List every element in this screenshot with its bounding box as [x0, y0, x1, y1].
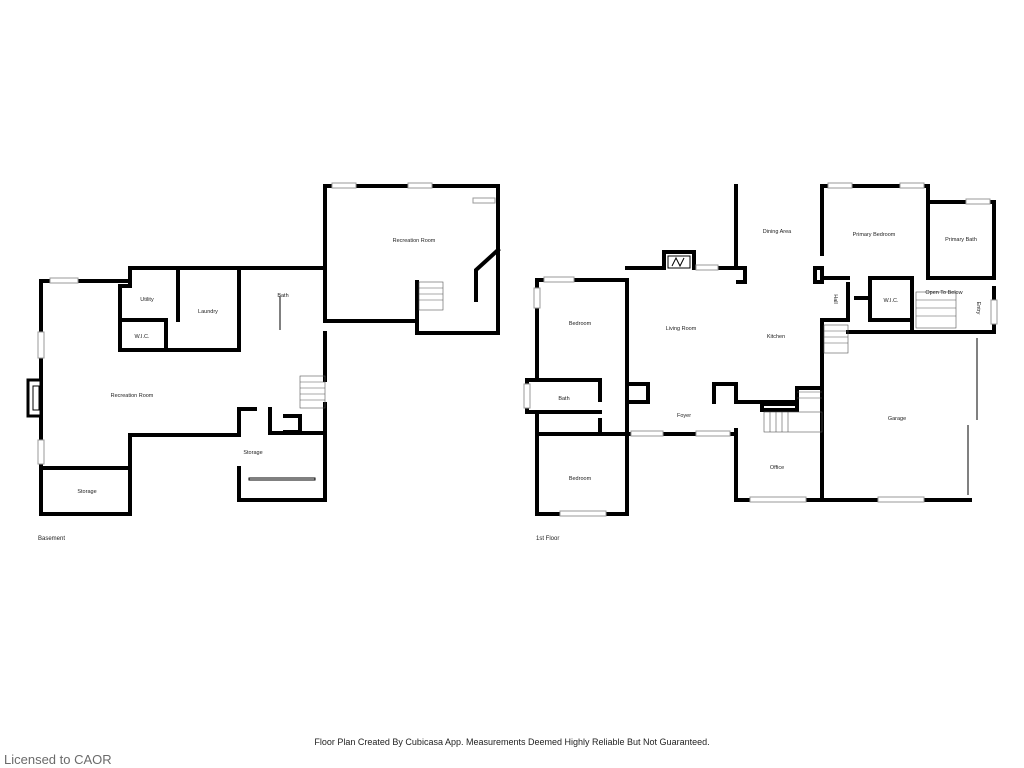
room-label-bedroom-lower: Bedroom	[569, 476, 592, 482]
room-label-dining-area: Dining Area	[763, 229, 792, 235]
window	[472, 197, 496, 204]
room-label-living-room: Living Room	[666, 326, 697, 332]
window	[523, 383, 531, 409]
room-label-utility: Utility	[140, 297, 154, 303]
window	[965, 198, 991, 205]
room-label-bedroom-upper: Bedroom	[569, 321, 592, 327]
room-label-laundry: Laundry	[198, 309, 218, 315]
room-label-office: Office	[770, 465, 784, 471]
room-label-storage-left: Storage	[77, 489, 96, 495]
first-floor-plan	[523, 182, 998, 517]
window	[559, 510, 607, 517]
disclaimer-text: Floor Plan Created By Cubicasa App. Meas…	[314, 737, 710, 747]
window	[877, 496, 925, 503]
room-label-recreation-room-upper: Recreation Room	[393, 238, 436, 244]
fireplace	[667, 255, 691, 269]
window	[37, 331, 45, 359]
window	[407, 182, 433, 189]
floor-label-first-floor: 1st Floor	[536, 536, 559, 542]
window	[49, 277, 79, 284]
room-label-wic-first: W.I.C.	[884, 298, 899, 304]
room-labels: Recreation Room Utility Laundry Bath W.I…	[38, 229, 981, 542]
window	[543, 276, 575, 283]
room-label-hall: Hall	[832, 294, 838, 303]
stairs	[299, 281, 444, 409]
window	[749, 496, 807, 503]
room-label-foyer: Foyer	[677, 413, 691, 419]
window	[533, 287, 541, 309]
window	[990, 299, 998, 325]
floor-label-basement: Basement	[38, 536, 65, 542]
window	[630, 430, 664, 437]
room-label-bath: Bath	[277, 293, 288, 299]
room-label-recreation-room-main: Recreation Room	[111, 393, 154, 399]
window	[899, 182, 925, 189]
window	[331, 182, 357, 189]
basement-plan	[26, 182, 501, 516]
room-label-garage: Garage	[888, 416, 906, 422]
room-label-open-to-below: Open To Below	[925, 290, 962, 296]
room-label-primary-bedroom: Primary Bedroom	[853, 232, 896, 238]
room-label-entry: Entry	[975, 302, 981, 315]
room-label-wic: W.I.C.	[135, 334, 150, 340]
window	[695, 264, 719, 271]
window	[37, 439, 45, 465]
room-label-storage-right: Storage	[243, 450, 262, 456]
room-label-kitchen: Kitchen	[767, 334, 785, 340]
room-label-primary-bath: Primary Bath	[945, 237, 977, 243]
stairs	[763, 291, 957, 433]
window	[695, 430, 731, 437]
room-label-bath-first: Bath	[558, 396, 569, 402]
window	[827, 182, 853, 189]
license-watermark: Licensed to CAOR	[4, 752, 112, 767]
